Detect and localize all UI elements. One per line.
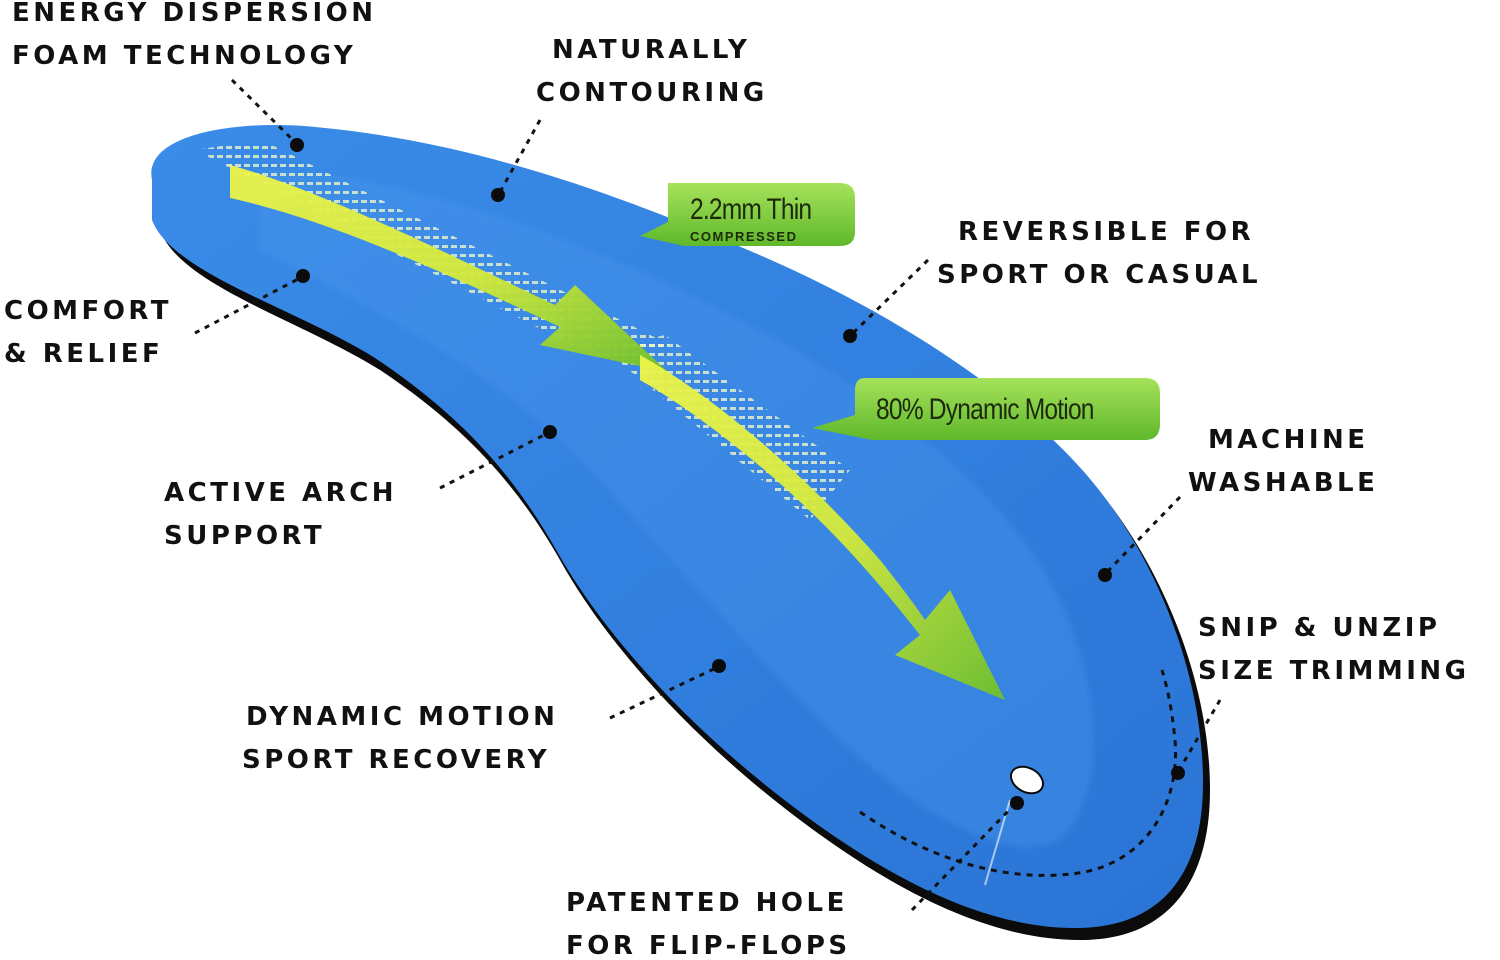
trim-dashed-line [859, 669, 1178, 877]
badge-thin [640, 183, 855, 246]
leader-energy [230, 78, 298, 145]
callout-arch-line2: SUPPORT [164, 521, 326, 551]
callout-dots [290, 138, 1185, 810]
dot-hole [1010, 796, 1024, 810]
dot-contour [491, 188, 505, 202]
motion-arrow-lower [640, 355, 1005, 700]
callout-dynamic-motion: DYNAMIC MOTION SPORT RECOVERY [242, 696, 559, 782]
leader-lines [194, 78, 1222, 912]
callout-reversible-line1: REVERSIBLE FOR [958, 217, 1255, 247]
callout-washable-line1: MACHINE [1208, 425, 1369, 455]
dot-washable [1098, 568, 1112, 582]
callout-comfort-relief: COMFORT & RELIEF [4, 290, 172, 376]
callout-reversible-line2: SPORT OR CASUAL [937, 260, 1262, 290]
leader-comfort [194, 275, 303, 335]
leader-arch [439, 431, 549, 490]
callout-comfort-line1: COMFORT [4, 296, 173, 326]
leader-contour [498, 119, 542, 193]
leader-trim [1176, 699, 1222, 773]
dot-arch [543, 425, 557, 439]
leader-reversible [850, 258, 930, 336]
dot-trim [1171, 766, 1185, 780]
badge-motion [812, 378, 1160, 440]
badge-thin-main: 2.2mm Thin [690, 193, 812, 226]
callout-machine-washable: MACHINE WASHABLE [1188, 419, 1378, 505]
flip-flop-hole [1009, 765, 1045, 795]
callout-snip-unzip: SNIP & UNZIP SIZE TRIMMING [1198, 607, 1470, 693]
leader-washable [1104, 495, 1182, 575]
callout-trim-line2: SIZE TRIMMING [1198, 656, 1470, 686]
badge-thin-sub: COMPRESSED [690, 229, 798, 244]
callout-comfort-line2: & RELIEF [4, 339, 164, 369]
callout-patented-hole: PATENTED HOLE FOR FLIP-FLOPS [566, 882, 851, 960]
leader-recovery [609, 665, 719, 720]
callout-contour-line1: NATURALLY [552, 35, 751, 65]
dot-recovery [712, 659, 726, 673]
dot-comfort [296, 269, 310, 283]
callout-energy-line2: FOAM TECHNOLOGY [12, 41, 357, 71]
dot-energy [290, 138, 304, 152]
callout-reversible: REVERSIBLE FOR SPORT OR CASUAL [937, 211, 1261, 297]
callout-washable-line2: WASHABLE [1188, 468, 1379, 498]
callout-trim-line1: SNIP & UNZIP [1198, 613, 1441, 643]
callout-energy-line1: ENERGY DISPERSION [12, 0, 377, 28]
callout-energy-dispersion: ENERGY DISPERSION FOAM TECHNOLOGY [12, 0, 377, 78]
callout-hole-line2: FOR FLIP-FLOPS [566, 931, 851, 960]
leader-hole [910, 801, 1018, 912]
motion-arrow-upper [230, 165, 668, 372]
callout-naturally-contouring: NATURALLY CONTOURING [536, 29, 768, 115]
callout-recovery-line2: SPORT RECOVERY [242, 745, 551, 775]
callout-recovery-line1: DYNAMIC MOTION [246, 702, 559, 732]
dot-reversible [843, 329, 857, 343]
badge-motion-main: 80% Dynamic Motion [876, 393, 1094, 426]
callout-hole-line1: PATENTED HOLE [566, 888, 848, 918]
callout-contour-line2: CONTOURING [536, 78, 768, 108]
callout-arch-line1: ACTIVE ARCH [164, 478, 398, 508]
insole-highlight [260, 170, 1094, 848]
callout-active-arch: ACTIVE ARCH SUPPORT [164, 472, 397, 558]
